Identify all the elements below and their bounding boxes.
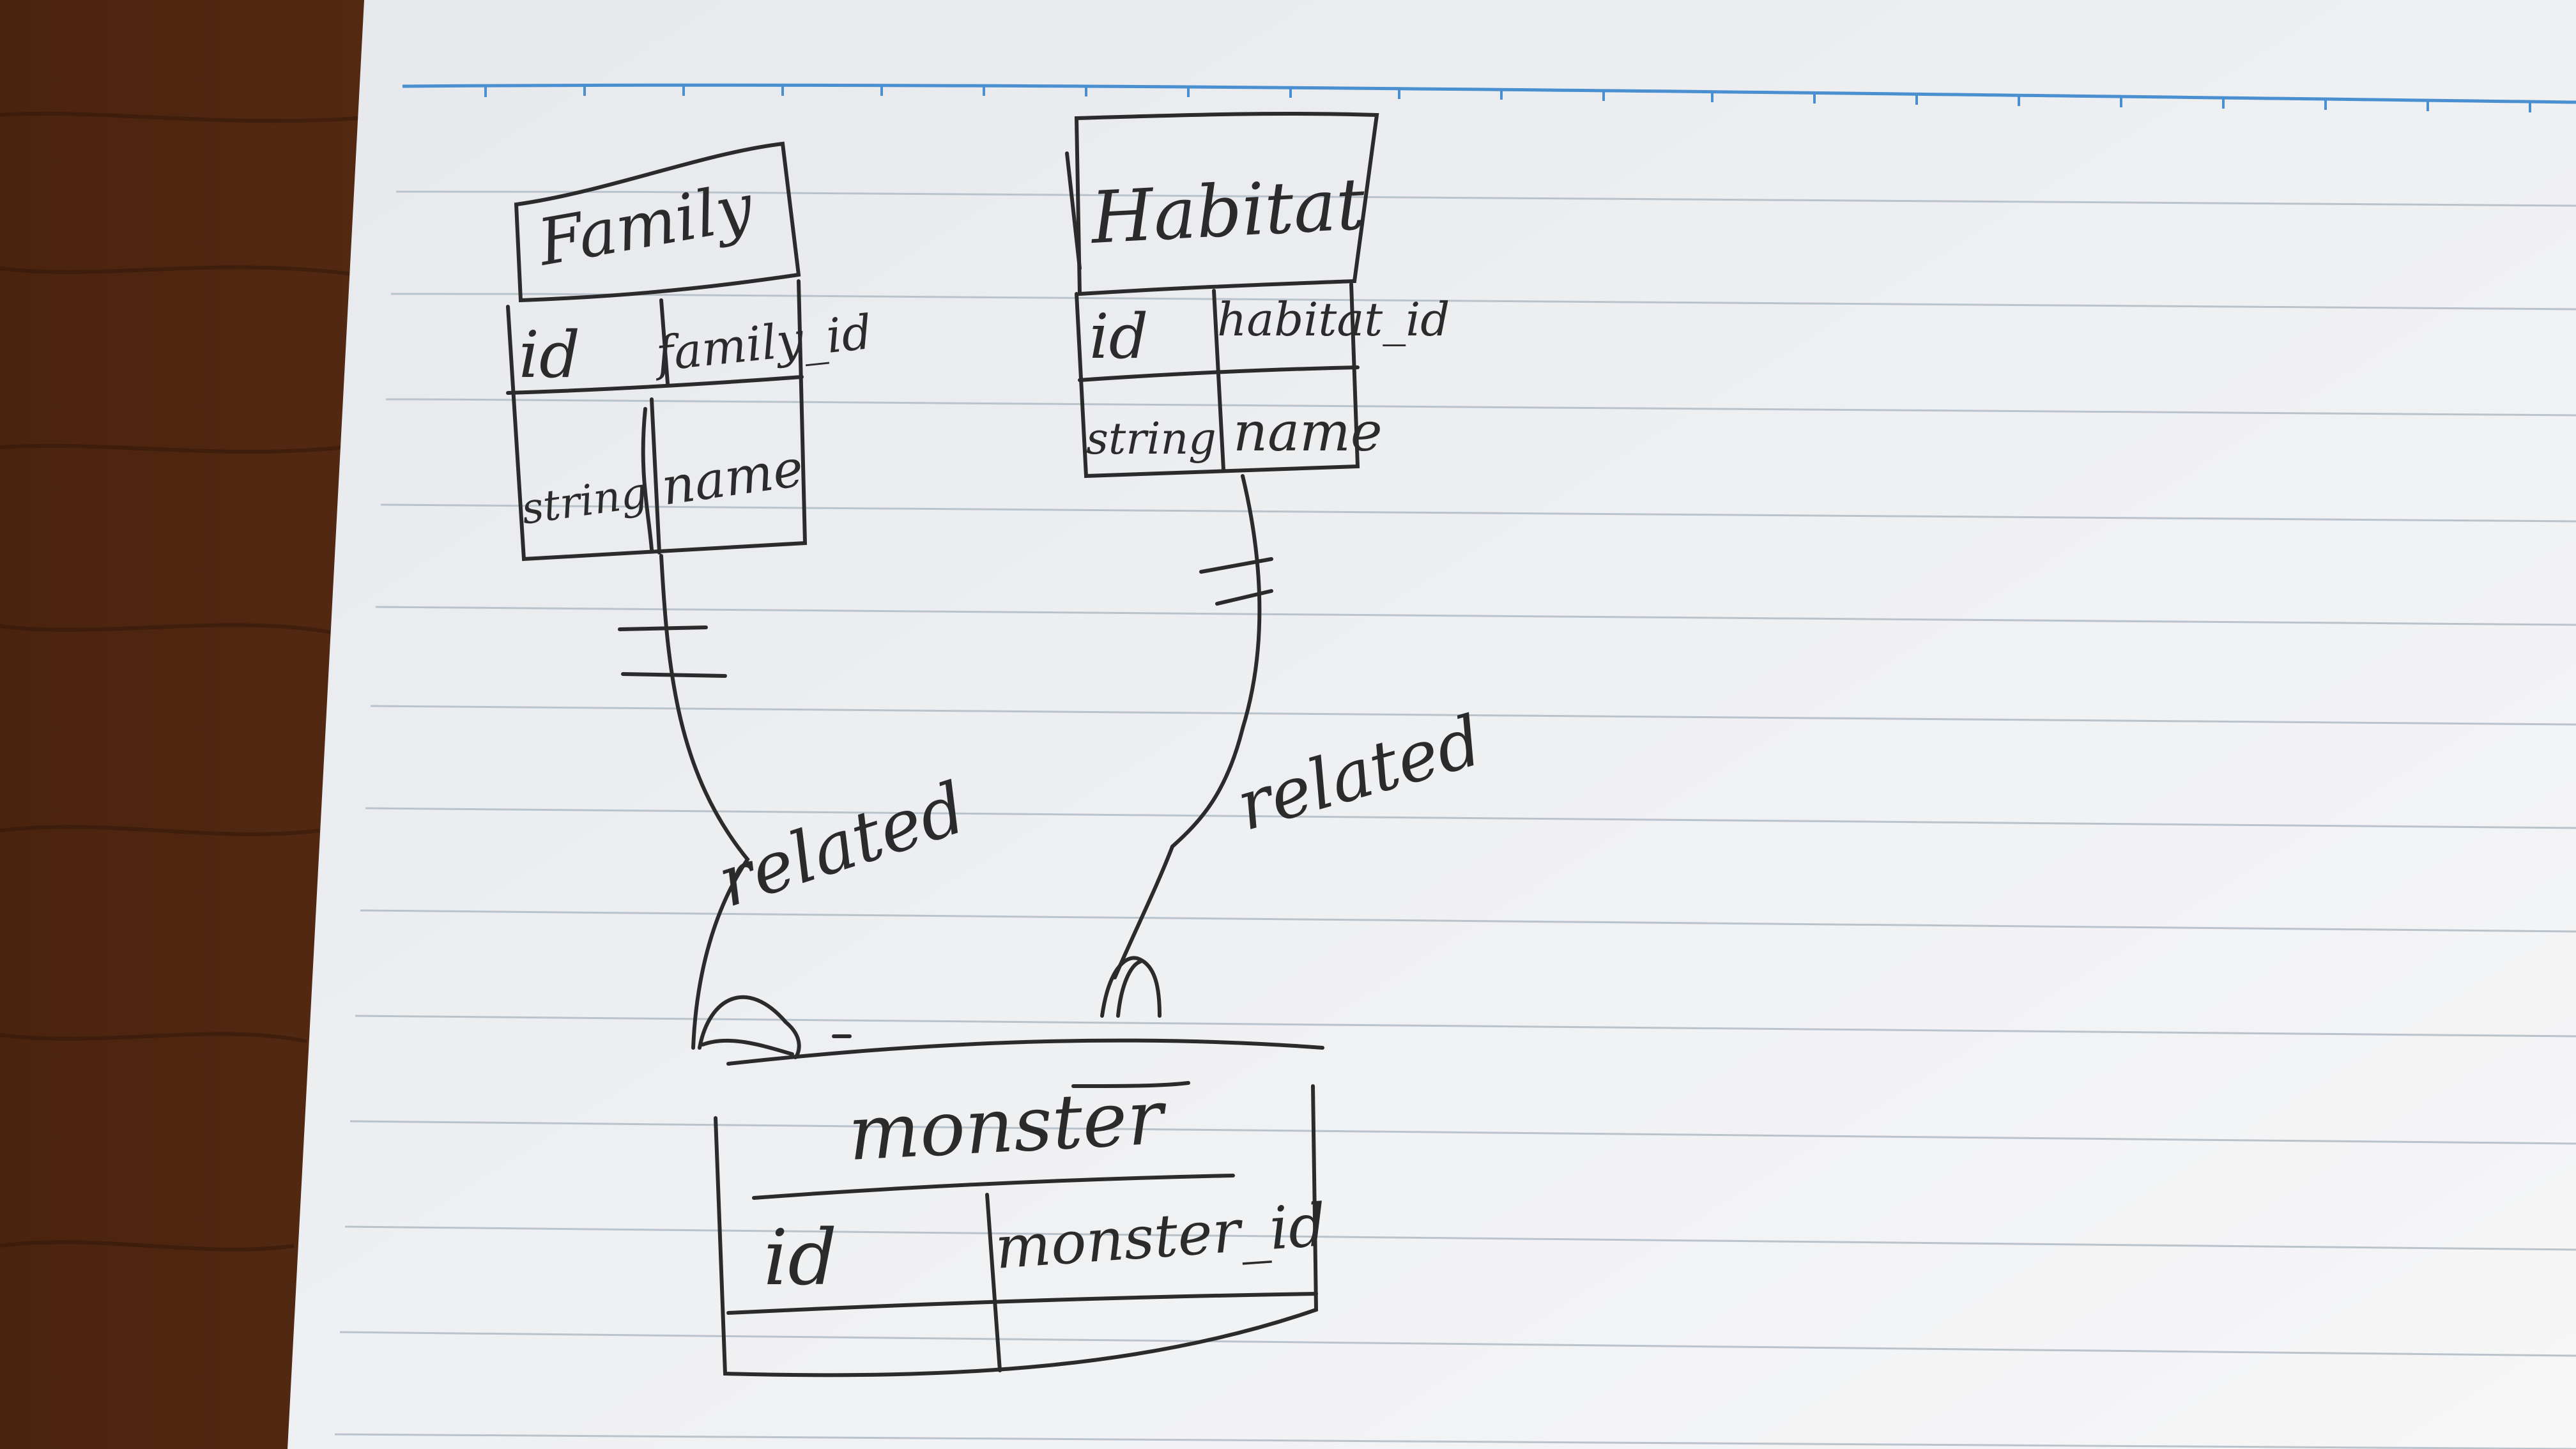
- paper-sheet: [288, 0, 2576, 1449]
- entity-monster: [714, 1038, 1324, 1377]
- habitat-attr-name: name: [1233, 401, 1383, 463]
- habitat-key-name: habitat_id: [1217, 293, 1450, 346]
- habitat-key-type: id: [1089, 301, 1148, 372]
- relation-habitat-monster-line: [1113, 474, 1262, 979]
- monster-title: monster: [846, 1073, 1169, 1177]
- habitat-title: Habitat: [1088, 163, 1368, 260]
- habitat-attr-type: string: [1086, 414, 1216, 464]
- margin-line: [402, 83, 2576, 104]
- wood-grain: [0, 111, 358, 1252]
- monster-key-type: id: [763, 1214, 837, 1303]
- one-and-only-one-marker-family: [618, 625, 727, 678]
- margin-ticks: [484, 85, 2531, 112]
- one-and-only-one-marker-habitat: [1199, 557, 1273, 606]
- entity-family: [506, 141, 808, 562]
- relation-family-monster-line: [659, 554, 750, 1050]
- family-key-type: id: [519, 318, 580, 392]
- crows-foot-marker-family: [698, 995, 852, 1059]
- crows-foot-marker-habitat: [1100, 956, 1162, 1018]
- entity-habitat: [1065, 111, 1379, 479]
